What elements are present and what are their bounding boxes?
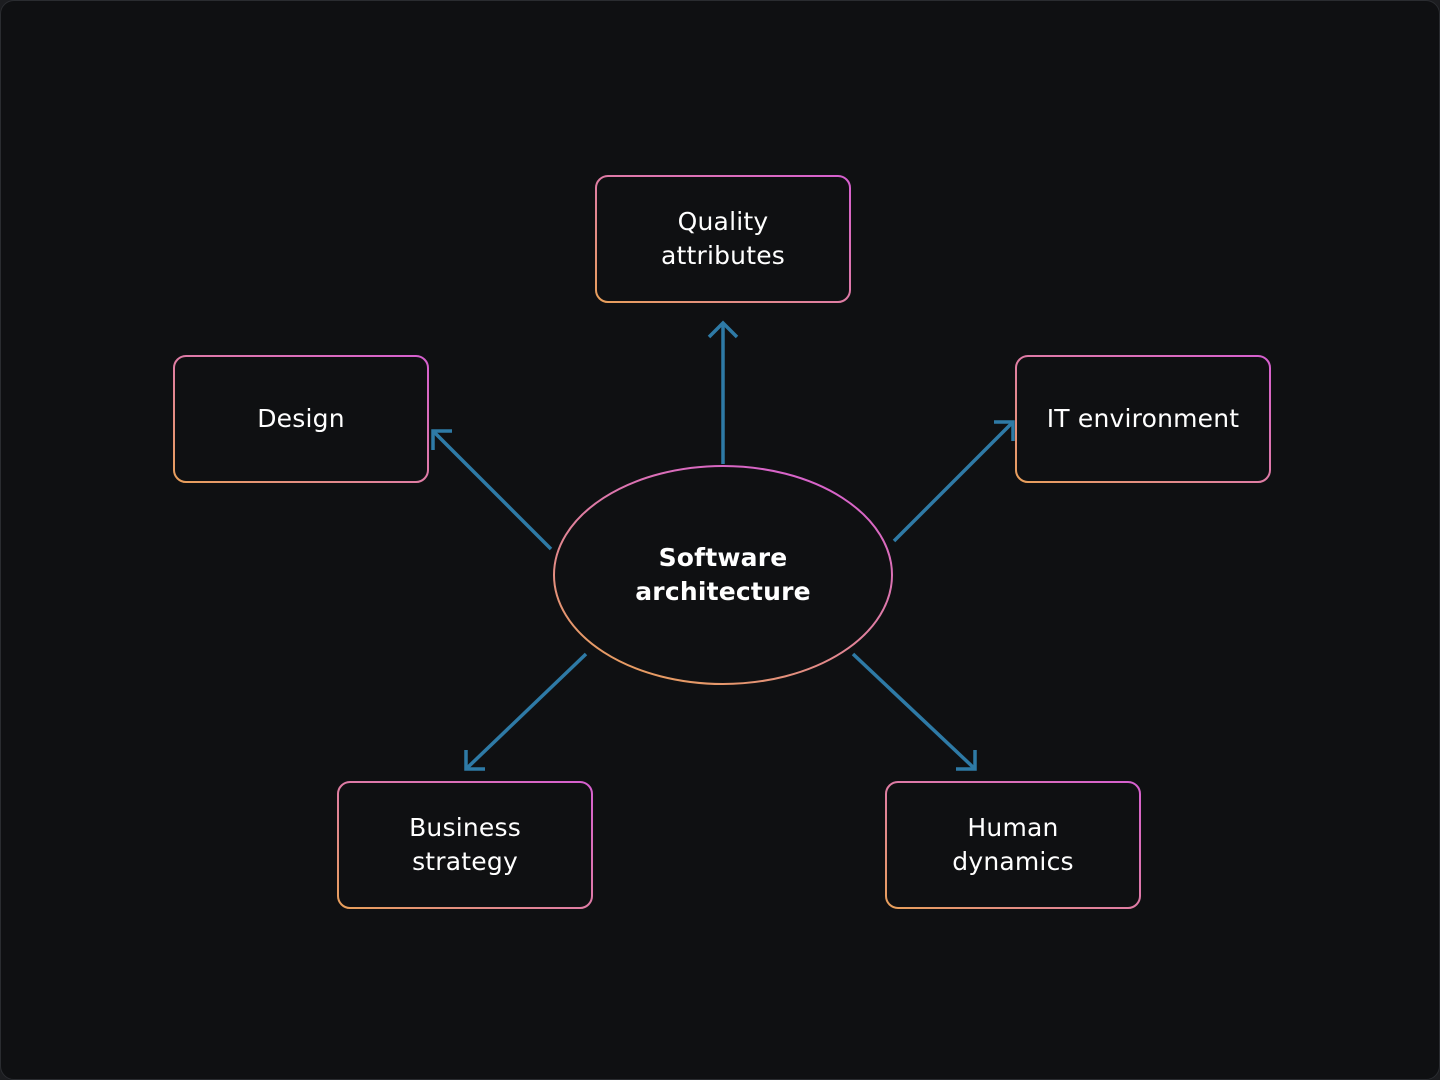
node-label-it-environment: IT environment <box>1016 356 1270 482</box>
node-box-business-strategy <box>337 781 593 909</box>
node-label-line: strategy <box>412 847 518 876</box>
node-label-human-dynamics: Human dynamics <box>886 782 1140 908</box>
arrow-to-human-dynamics <box>851 652 977 771</box>
center-label-line: Software <box>658 543 788 572</box>
node-label-line: attributes <box>660 241 786 270</box>
center-label-software-architecture: Software architecture <box>554 466 892 684</box>
node-box-design <box>173 355 429 483</box>
node-box-human-dynamics <box>885 781 1141 909</box>
arrow-to-it-environment <box>892 420 1015 543</box>
node-label-line: dynamics <box>952 847 1074 876</box>
node-label-line: Quality <box>677 207 769 236</box>
node-label-business-strategy: Business strategy <box>338 782 592 908</box>
arrow-to-quality-attributes <box>707 320 739 464</box>
center-label-line: architecture <box>635 577 811 606</box>
node-label-line: Business <box>409 813 521 842</box>
node-label-quality-attributes: Quality attributes <box>596 176 850 302</box>
arrow-to-design <box>431 429 553 551</box>
node-label-line: Human <box>967 813 1059 842</box>
node-box-it-environment <box>1015 355 1271 483</box>
node-label-line: IT environment <box>1046 404 1240 433</box>
arrow-to-business-strategy <box>464 652 588 771</box>
node-label-line: Design <box>257 404 345 433</box>
node-box-quality-attributes <box>595 175 851 303</box>
node-label-design: Design <box>174 356 428 482</box>
center-ellipse <box>553 465 893 685</box>
